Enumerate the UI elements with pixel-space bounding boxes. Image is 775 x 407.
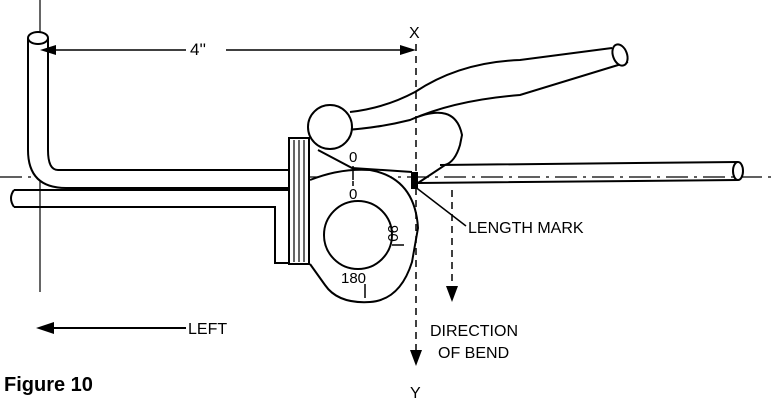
disc-hub [323, 200, 393, 270]
handle-end [611, 43, 629, 67]
right-tube-end [732, 161, 744, 181]
right-tube [417, 161, 739, 184]
length-mark-leader [413, 185, 467, 227]
bent-tube-end [27, 31, 49, 45]
length-mark-label: LENGTH MARK [468, 220, 584, 237]
dimension-arrow-left [40, 45, 56, 55]
scale-label-0-upper: 0 [349, 149, 357, 166]
left-arrowhead [36, 322, 54, 334]
roller-block [317, 149, 413, 173]
figure-caption: Figure 10 [4, 374, 93, 396]
bender-handle [344, 47, 629, 184]
axis-label-x: X [409, 25, 420, 42]
dimension-label: 4'' [190, 40, 206, 59]
dimension-label-bg [186, 38, 226, 60]
dimension-arrow-right [400, 45, 416, 55]
direction-arrowhead [446, 286, 458, 302]
scale-label-90: 90 [384, 225, 401, 242]
xy-axis-arrowhead [410, 350, 422, 366]
bent-tube [27, 38, 291, 189]
straight-tube-left-end [10, 189, 15, 208]
left-label: LEFT [188, 321, 227, 338]
direction-label-line2: OF BEND [438, 345, 509, 362]
direction-label-line1: DIRECTION [430, 323, 518, 340]
scale-label-180: 180 [341, 270, 366, 287]
length-mark-band [411, 172, 418, 189]
scale-label-0-lower: 0 [349, 186, 357, 203]
axis-label-y: Y [410, 385, 421, 402]
straight-tube [14, 189, 320, 264]
roller-wheel [307, 104, 353, 150]
